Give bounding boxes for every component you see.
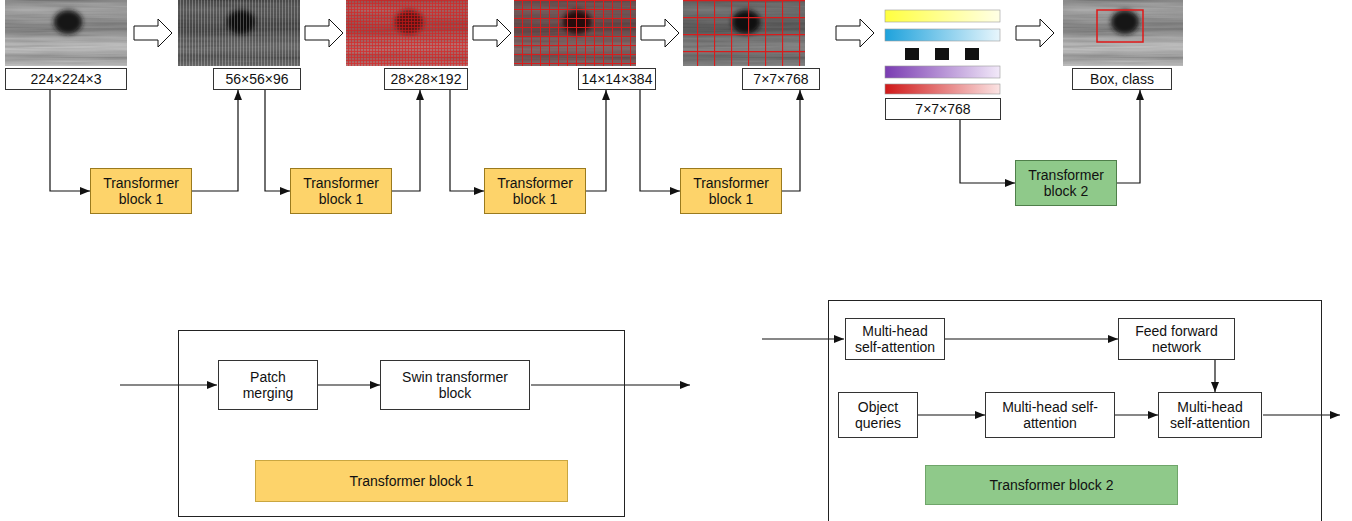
- feature-map-image: [178, 0, 300, 66]
- node-label: Multi-head self-attention: [990, 399, 1110, 431]
- node-label: Transformer block 1: [95, 175, 187, 207]
- transformer-block: Transformer block 1: [90, 168, 192, 214]
- transformer-block: Transformer block 1: [680, 168, 782, 214]
- dimension-box: 7×7×768: [742, 68, 820, 90]
- node-label: Multi-head self-attention: [850, 323, 940, 355]
- node-label: Transformer block 1: [685, 175, 777, 207]
- hollow-arrow: [134, 19, 1054, 47]
- block-detail-frame: Multi-head self-attention Feed forward ne…: [828, 300, 1322, 521]
- node-label: Feed forward network: [1123, 323, 1230, 355]
- block-title-band: Transformer block 2: [925, 465, 1178, 505]
- process-box: Feed forward network: [1118, 318, 1235, 360]
- process-box: Object queries: [838, 392, 918, 438]
- node-label: Multi-head self-attention: [1163, 399, 1257, 431]
- dimension-box: 14×14×384: [578, 68, 656, 90]
- node-label: 56×56×96: [225, 71, 288, 87]
- node-label: Patch merging: [223, 369, 313, 401]
- flow-connector: [318, 384, 380, 385]
- flow-connector: [640, 90, 680, 191]
- flow-connector: [392, 90, 420, 191]
- flow-connector: [1214, 360, 1215, 392]
- process-box: Multi-head self-attention: [845, 318, 945, 360]
- node-label: 14×14×384: [582, 71, 653, 87]
- node-label: 7×7×768: [753, 71, 808, 87]
- node-label: 224×224×3: [31, 71, 102, 87]
- dimension-box: 56×56×96: [213, 68, 301, 90]
- ultrasound-image: [5, 0, 127, 66]
- dimension-box: 28×28×192: [384, 68, 468, 90]
- node-label: Transformer block 2: [1020, 167, 1112, 199]
- process-box: Multi-head self-attention: [985, 392, 1115, 438]
- node-label: Swin transformer block: [385, 369, 525, 401]
- flow-connector: [265, 90, 290, 191]
- dimension-box: 7×7×768: [885, 98, 1001, 120]
- node-label: Transformer block 1: [295, 175, 387, 207]
- node-label: Transformer block 1: [489, 175, 581, 207]
- node-label: Object queries: [843, 399, 913, 431]
- flow-connector: [918, 414, 985, 415]
- node-label: Box, class: [1090, 71, 1154, 87]
- transformer-block: Transformer block 1: [484, 168, 586, 214]
- flow-connector: [50, 90, 90, 191]
- flow-connector: [1117, 90, 1140, 183]
- flow-connector: [450, 90, 484, 191]
- flow-connector: [945, 338, 1118, 339]
- transformer-block: Transformer block 1: [290, 168, 392, 214]
- dimension-box: 224×224×3: [5, 68, 127, 90]
- node-label: 7×7×768: [915, 101, 970, 117]
- feature-map-image: [683, 0, 805, 66]
- feature-map-image: [346, 0, 468, 66]
- node-label: 28×28×192: [391, 71, 462, 87]
- process-box: Multi-head self-attention: [1158, 392, 1262, 438]
- transformer-block: Transformer block 2: [1015, 160, 1117, 206]
- flow-connector: [1115, 414, 1158, 415]
- flow-connector: [586, 90, 606, 191]
- flow-connector: [782, 90, 800, 191]
- token-bars: [885, 10, 1000, 94]
- detection-image: [1063, 0, 1183, 66]
- flow-connector: [192, 90, 238, 191]
- dimension-box: Box, class: [1072, 68, 1172, 90]
- process-box: Patch merging: [218, 360, 318, 410]
- block-title-band: Transformer block 1: [255, 460, 568, 502]
- process-box: Swin transformer block: [380, 360, 530, 410]
- feature-map-image: [514, 0, 636, 66]
- block-detail-frame: Patch merging Swin transformer blockTrans…: [178, 330, 625, 517]
- flow-connector: [960, 120, 1015, 183]
